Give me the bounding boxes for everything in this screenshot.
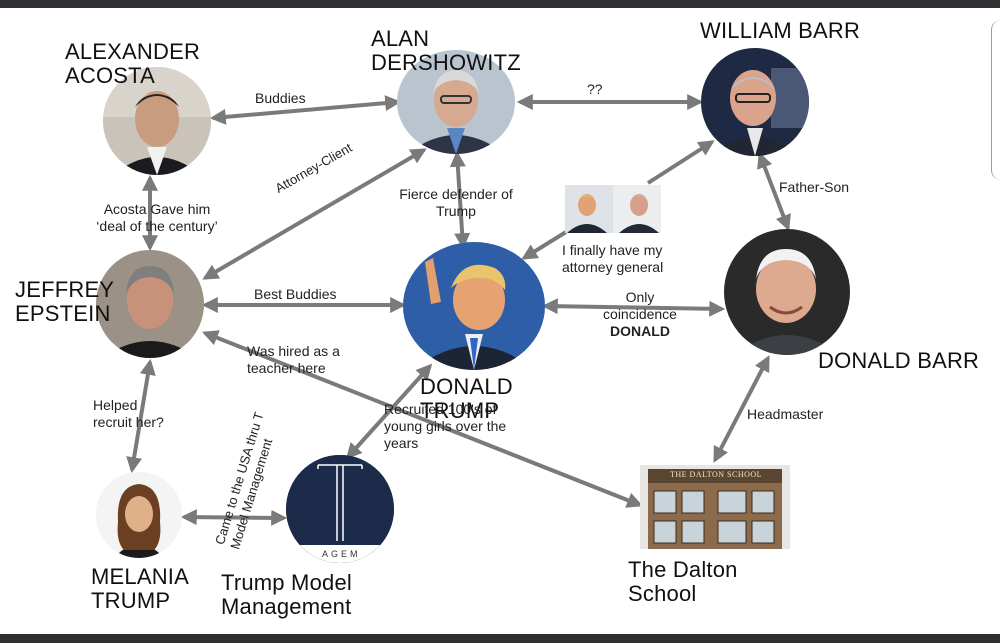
label-fierce-defender: Fierce defender of Trump: [399, 186, 513, 219]
label-only-coincidence-bold: DONALD: [610, 323, 670, 339]
edge-acosta-dershowitz: [209, 95, 402, 125]
name-acosta: ALEXANDER ACOSTA: [65, 39, 201, 88]
william-barr-portrait: [701, 48, 809, 156]
edge-barr-photo: [646, 140, 715, 185]
dalton-sign-text: THE DALTON SCHOOL: [670, 470, 763, 479]
epstein-portrait: [96, 250, 204, 358]
edge-donaldbarr-dalton: [713, 355, 770, 463]
top-window-bar: [0, 0, 1000, 8]
donald-trump-portrait: [403, 242, 545, 370]
label-attorney-general: I finally have my attorney general: [562, 242, 664, 275]
bottom-window-bar: [0, 634, 1000, 643]
label-helped-recruit: Helped recruit her?: [93, 397, 164, 430]
scrollbar[interactable]: [991, 20, 1000, 180]
name-william-barr: WILLIAM BARR: [700, 18, 861, 43]
label-buddies: Buddies: [255, 90, 306, 106]
name-epstein: JEFFREY EPSTEIN: [15, 277, 114, 326]
trump-barr-photo: [565, 185, 661, 233]
name-dershowitz: ALAN DERSHOWITZ: [371, 26, 521, 75]
edge-trump-donaldbarr: [541, 298, 726, 317]
label-headmaster: Headmaster: [747, 406, 824, 422]
dershowitz-portrait: [397, 50, 515, 154]
melania-portrait: [96, 472, 182, 558]
edge-melania-tmm: [180, 509, 288, 526]
label-best-buddies: Best Buddies: [254, 286, 337, 302]
name-dalton-school: The Dalton School: [628, 557, 738, 606]
tmm-logo-fragment-text: AGEM: [322, 549, 361, 559]
name-donald-barr: DONALD BARR: [818, 348, 980, 373]
label-recruited: Recruited 100's of young girls over the …: [384, 401, 507, 451]
name-melania: MELANIA TRUMP: [91, 564, 188, 613]
edge-epstein-dershowitz: [202, 148, 427, 280]
name-donald-trump: DONALD TRUMP: [420, 374, 513, 423]
label-father-son: Father-Son: [779, 179, 850, 195]
label-acosta-deal: Acosta Gave him ‘deal of the century’: [96, 201, 218, 234]
label-only-coincidence-text: Only coincidence: [603, 289, 677, 322]
label-hired-teacher: Was hired as a teacher here: [247, 343, 340, 376]
edge-dershowitz-trump: [449, 150, 471, 250]
name-trump-model-management: Trump Model Management: [221, 570, 352, 619]
donald-barr-portrait: [724, 229, 850, 355]
acosta-portrait: [103, 67, 211, 175]
trump-model-management-logo: [286, 455, 394, 563]
dalton-school-photo: THE DALTON SCHOOL: [640, 465, 790, 549]
edge-photo-trump: [521, 230, 568, 260]
edge-epstein-melania: [126, 358, 156, 474]
label-unknown: ??: [587, 81, 603, 97]
label-only-coincidence: Only coincidence DONALD: [596, 289, 684, 340]
edge-barr-donaldbarr: [757, 152, 791, 231]
edge-trump-tmm: [345, 363, 433, 460]
